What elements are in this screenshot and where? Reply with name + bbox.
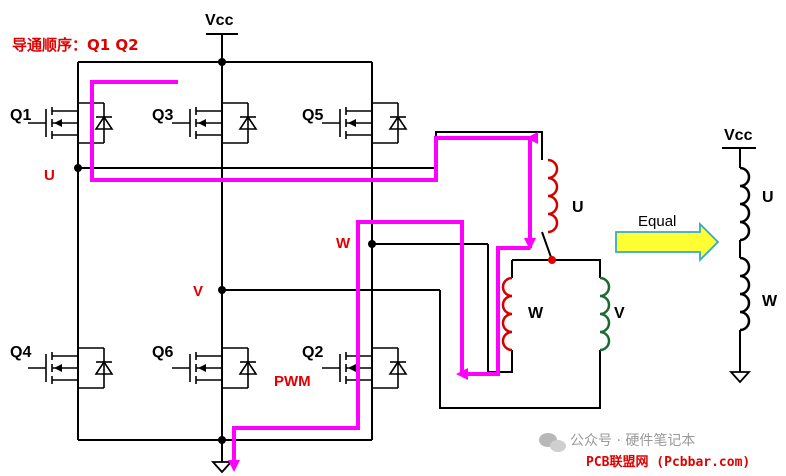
vcc-label-left: Vcc xyxy=(205,12,234,29)
mosfet-q2 xyxy=(321,339,407,397)
mosfet-q5 xyxy=(321,94,407,152)
watermark-wechat: 公众号 · 硬件笔记本 xyxy=(570,433,695,449)
label-q5: Q5 xyxy=(302,107,323,124)
star-point-dot xyxy=(548,256,556,264)
equiv-u-label: U xyxy=(762,189,774,206)
coil-u xyxy=(546,158,559,234)
coil-v-label: V xyxy=(614,305,625,322)
coil-w-label: W xyxy=(528,305,544,322)
node-u-label: U xyxy=(44,167,55,184)
equiv-coil-u xyxy=(739,166,751,242)
watermark-site: PCB联盟网 (Pcbbar.com) xyxy=(586,454,750,470)
coil-w xyxy=(501,276,513,352)
coil-u-label: U xyxy=(572,199,584,216)
equal-label: Equal xyxy=(638,213,676,230)
label-q4: Q4 xyxy=(10,344,31,361)
ground-icon xyxy=(210,461,234,474)
mosfet-q6 xyxy=(171,339,257,397)
label-q1: Q1 xyxy=(10,107,31,124)
node-v-label: V xyxy=(193,283,203,300)
equiv-coil-w xyxy=(739,256,751,332)
equal-arrow xyxy=(615,221,720,263)
equiv-w-label: W xyxy=(762,293,778,310)
wechat-icon xyxy=(539,433,566,452)
label-q6: Q6 xyxy=(152,344,173,361)
mosfet-q1 xyxy=(27,94,113,152)
node-w-label: W xyxy=(336,235,351,252)
pwm-label: PWM xyxy=(274,373,311,390)
label-q2: Q2 xyxy=(302,344,323,361)
coil-v xyxy=(599,276,611,352)
label-q3: Q3 xyxy=(152,107,173,124)
mosfet-q3 xyxy=(171,94,257,152)
ground-icon-right xyxy=(728,371,752,384)
vcc-label-right: Vcc xyxy=(724,127,753,144)
conduction-order-title: 导通顺序：Q1 Q2 xyxy=(12,36,139,54)
mosfet-q4 xyxy=(27,339,113,397)
